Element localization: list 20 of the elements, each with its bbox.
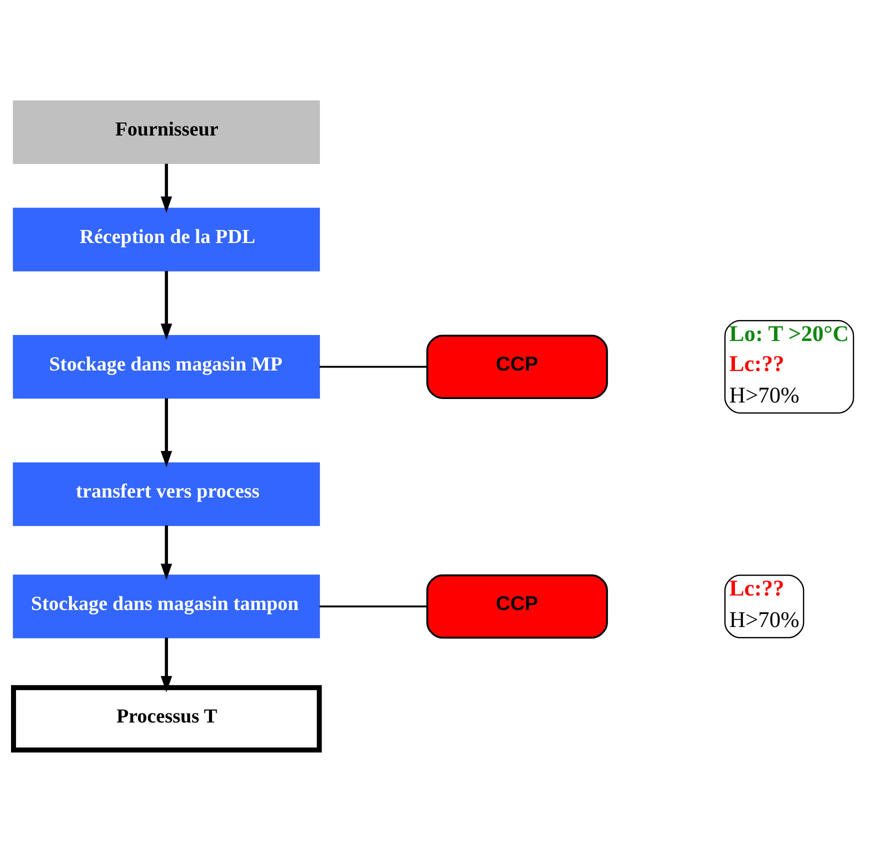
- node-box: Réception de la PDL: [12, 207, 320, 271]
- node-label: Lc:??: [729, 575, 784, 600]
- node-box: Stockage dans magasin tampon: [12, 574, 320, 638]
- node-label: H>70%: [729, 606, 800, 632]
- node-box: Stockage dans magasin MP: [12, 334, 320, 398]
- arrow: [160, 398, 172, 467]
- arrow: [160, 270, 172, 340]
- node-box: Processus T: [11, 684, 322, 752]
- node-box: transfert vers process: [12, 462, 320, 526]
- node-box: Fournisseur: [12, 100, 320, 164]
- node-label: H>70%: [729, 382, 800, 407]
- connector: [320, 605, 428, 607]
- node-box: CCP: [426, 334, 608, 398]
- node-label: Lc:??: [729, 350, 784, 376]
- node-box: CCP: [426, 574, 608, 638]
- arrow: [160, 524, 172, 580]
- connector: [320, 365, 428, 368]
- node-label: Lo: T >20°C: [729, 320, 849, 346]
- arrow: [160, 163, 172, 212]
- arrow: [160, 637, 172, 692]
